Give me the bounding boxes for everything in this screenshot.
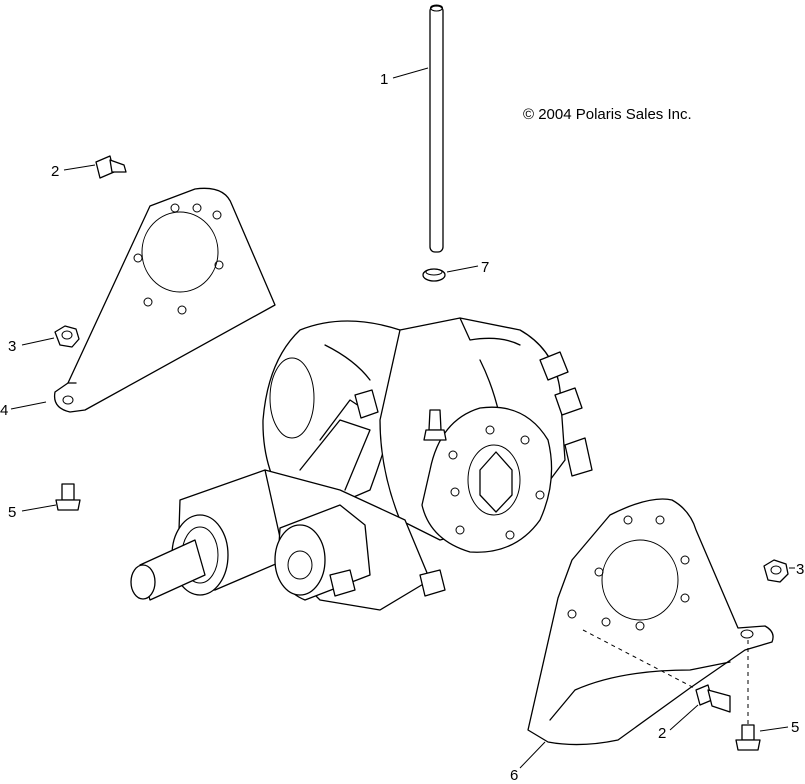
callout-7: 7 xyxy=(481,259,489,276)
clamp-part-7 xyxy=(422,268,446,282)
gearcase-housing xyxy=(130,317,593,611)
nut-part-3-right xyxy=(763,559,789,583)
callout-3-right: 3 xyxy=(796,561,804,578)
vent-tube-part-1 xyxy=(429,4,444,253)
bolt-part-2-upper xyxy=(95,155,127,179)
callout-2-lower: 2 xyxy=(658,725,666,742)
bolt-part-5-right xyxy=(735,724,761,751)
callout-1: 1 xyxy=(380,71,388,88)
bolt-part-2-lower xyxy=(695,684,731,713)
callout-5-right: 5 xyxy=(791,719,799,736)
right-mount-bracket-part-6 xyxy=(527,498,774,746)
callout-5-left: 5 xyxy=(8,504,16,521)
callout-6: 6 xyxy=(510,767,518,784)
leader-lines xyxy=(10,67,795,769)
copyright-notice: © 2004 Polaris Sales Inc. xyxy=(523,106,692,123)
bolt-part-5-left xyxy=(55,483,81,511)
callout-3-left: 3 xyxy=(8,338,16,355)
callout-2-upper: 2 xyxy=(51,163,59,180)
left-mount-bracket-part-4 xyxy=(53,187,276,413)
nut-part-3-left xyxy=(54,325,80,348)
callout-4: 4 xyxy=(0,402,8,419)
